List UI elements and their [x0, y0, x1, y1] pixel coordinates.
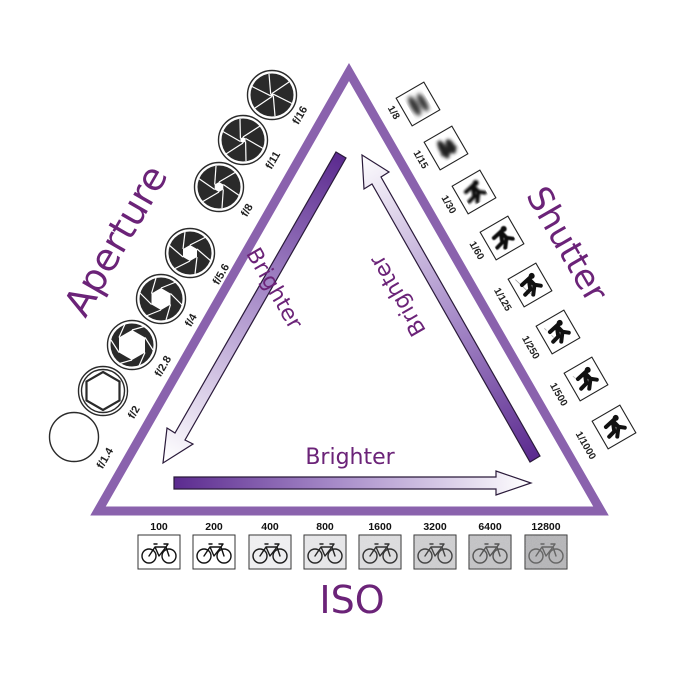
- iso-title: ISO: [319, 578, 384, 622]
- aperture-stop-f1.4: f/1.4: [50, 413, 117, 472]
- aperture-stop-f8: f/8: [195, 163, 256, 220]
- aperture-iris-icon: [50, 413, 99, 462]
- aperture-iris-icon: [108, 321, 157, 370]
- iso-value-label: 1600: [368, 521, 392, 533]
- shutter-speed-1-30: [452, 170, 496, 214]
- shutter-speed-label: 1/60: [467, 240, 486, 263]
- aperture-iris-icon: [219, 116, 268, 165]
- aperture-stop-f16: f/16: [248, 71, 311, 127]
- iso-value-label: 3200: [423, 521, 447, 533]
- aperture-stop-label: f/8: [239, 202, 256, 219]
- shutter-speed-1-125: [508, 263, 552, 307]
- iso-brighter-arrow: [174, 471, 531, 495]
- shutter-speed-1-250: [536, 310, 580, 354]
- shutter-speed-1-8: [396, 82, 440, 126]
- shutter-speed-1-60: [480, 216, 524, 260]
- iso-brighter-label: Brighter: [305, 445, 395, 470]
- aperture-iris-icon: [248, 71, 297, 120]
- aperture-stop-f2.8: f/2.8: [108, 321, 175, 380]
- iso-scale: 100 200 400 800 1600 3200 6400 12800: [138, 521, 567, 569]
- aperture-stop-f11: f/11: [219, 116, 284, 172]
- aperture-stop-label: f/11: [264, 150, 284, 172]
- aperture-stop-label: f/4: [183, 311, 200, 329]
- shutter-speed-label: 1/8: [385, 104, 402, 122]
- aperture-stop-label: f/1.4: [95, 445, 117, 471]
- aperture-iris-icon: [79, 367, 128, 416]
- shutter-speed-label: 1/250: [519, 334, 541, 362]
- iso-value-label: 200: [205, 521, 223, 533]
- shutter-speed-1-500: [564, 357, 608, 401]
- aperture-stop-label: f/2: [126, 404, 143, 421]
- iso-value-label: 6400: [478, 521, 502, 533]
- shutter-speed-label: 1/500: [547, 381, 569, 409]
- iso-value-label: 400: [261, 521, 279, 533]
- shutter-speed-label: 1/125: [491, 286, 513, 314]
- aperture-stop-f5.6: f/5.6: [166, 229, 233, 288]
- shutter-speed-1-15: [424, 126, 468, 170]
- shutter-speed-label: 1/1000: [573, 430, 598, 462]
- aperture-iris-icon: [137, 275, 186, 324]
- iso-value-label: 800: [316, 521, 334, 533]
- shutter-speed-label: 1/30: [439, 194, 458, 217]
- shutter-speed-label: 1/15: [411, 149, 430, 172]
- aperture-iris-icon: [195, 163, 244, 212]
- iso-value-label: 100: [150, 521, 168, 533]
- aperture-stop-f2: f/2: [79, 367, 143, 422]
- aperture-brighter-arrow: [163, 152, 346, 463]
- aperture-stop-f4: f/4: [137, 275, 201, 330]
- aperture-iris-icon: [166, 229, 215, 278]
- shutter-speed-1-1000: [592, 405, 636, 449]
- iso-value-label: 12800: [531, 521, 560, 533]
